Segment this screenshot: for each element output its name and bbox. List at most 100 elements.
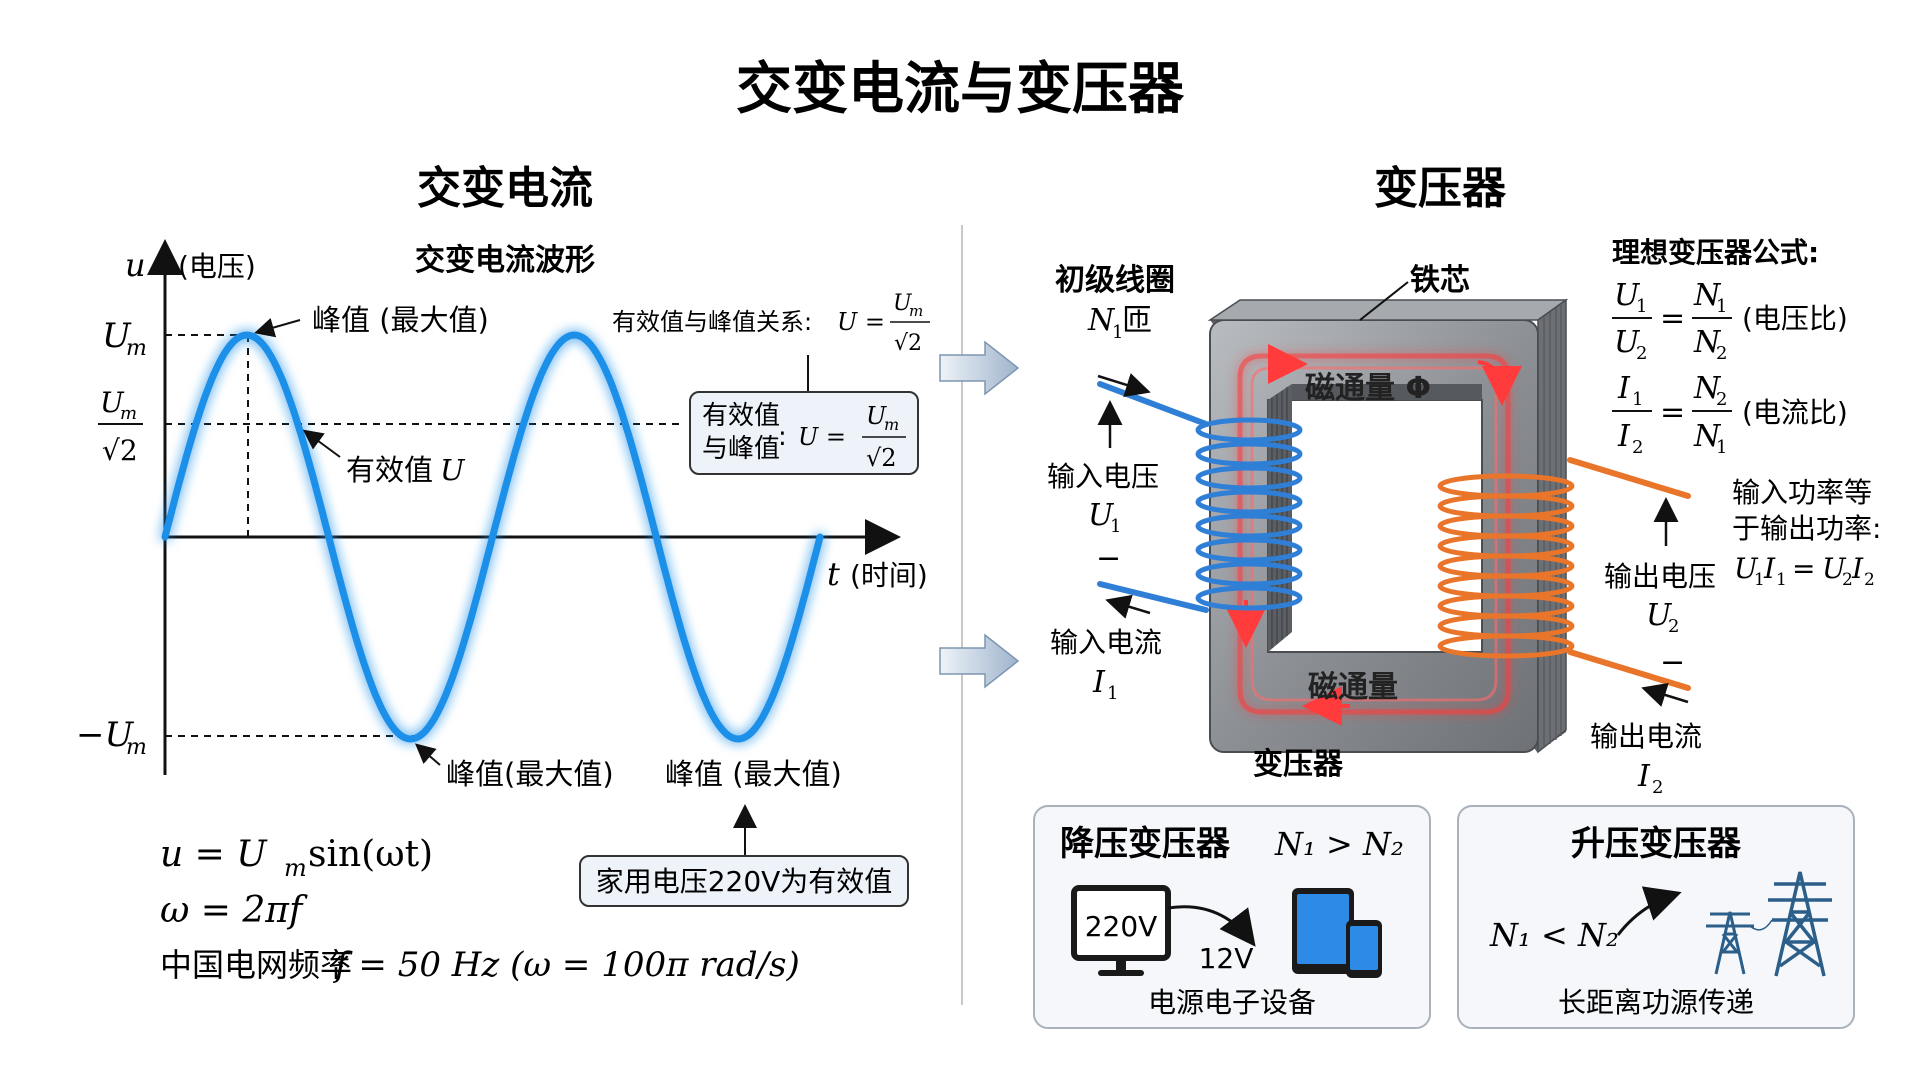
page-title: 交变电流与变压器 <box>736 57 1185 122</box>
svg-text:U: U <box>1646 598 1673 633</box>
power-wire <box>1749 919 1773 931</box>
svg-text:2: 2 <box>1632 437 1643 458</box>
output-voltage-label: 输出电压 <box>1604 560 1716 593</box>
svg-text:1: 1 <box>1632 389 1643 410</box>
power-label-1: 输入功率等 <box>1732 476 1872 509</box>
coil-turn <box>1195 537 1303 563</box>
right-heading: 变压器 <box>1374 163 1507 214</box>
svg-text:U: U <box>440 453 466 487</box>
x-axis-label: (时间) <box>850 559 928 592</box>
output-current-arrow <box>1641 682 1689 707</box>
coil-turn <box>1195 417 1303 443</box>
svg-text:m: m <box>126 336 147 361</box>
transformer-label: 变压器 <box>1253 747 1344 782</box>
svg-text:U: U <box>866 402 887 430</box>
rms-relation: 有效值与峰值关系: U = U m √2 <box>612 291 930 356</box>
coil-turn <box>1195 465 1303 491</box>
svg-text:N: N <box>1693 371 1722 406</box>
svg-text:f = 50 Hz (ω = 100π rad/s): f = 50 Hz (ω = 100π rad/s) <box>332 945 800 985</box>
svg-text:U: U <box>1614 278 1641 313</box>
svg-text:=: = <box>1660 301 1685 336</box>
step-down-title: 降压变压器 <box>1060 824 1231 864</box>
svg-text:N: N <box>1087 303 1116 338</box>
input-current-arrow <box>1105 594 1151 619</box>
svg-text:U: U <box>893 291 913 316</box>
secondary-lead-bottom <box>1567 649 1691 691</box>
primary-coil <box>1195 417 1303 611</box>
y-axis-symbol: u <box>125 246 146 284</box>
flux-label-top: 磁通量 Φ <box>1305 371 1431 406</box>
tick-neg-um: −U m <box>76 715 147 760</box>
input-current-arrow-top <box>1097 373 1151 397</box>
step-up-panel: 升压变压器 N₁ < N₂ 长距离功源传递 <box>1457 805 1855 1029</box>
svg-text:2: 2 <box>1842 570 1853 590</box>
formula-omega: ω = 2πf <box>160 890 308 931</box>
power-tower-large-icon <box>1768 871 1832 977</box>
flux-loop-inner <box>1250 366 1498 702</box>
peak-label-bottom-1: 峰值(最大值) <box>446 757 614 791</box>
svg-text::: : <box>778 422 787 452</box>
svg-text:家用电压220V为有效值: 家用电压220V为有效值 <box>596 865 893 898</box>
svg-text:U: U <box>100 386 125 419</box>
rms-label: 有效值 U <box>346 453 466 487</box>
svg-text:I: I <box>1617 371 1631 406</box>
svg-text:I: I <box>1617 419 1631 454</box>
svg-text:2: 2 <box>1652 777 1663 798</box>
svg-text:N: N <box>1693 278 1722 313</box>
input-minus-sign: − <box>1096 541 1121 576</box>
peak-label-top: 峰值 (最大值) <box>312 303 489 337</box>
svg-text:1: 1 <box>1716 437 1727 458</box>
formula-title: 理想变压器公式: <box>1612 236 1819 269</box>
coil-turn <box>1195 441 1303 467</box>
svg-text:1: 1 <box>1107 683 1118 704</box>
svg-text:I: I <box>1637 759 1651 794</box>
monitor-icon <box>1071 885 1171 976</box>
sine-wave <box>161 331 824 743</box>
svg-text:m: m <box>120 403 137 424</box>
svg-text:中国电网频率: 中国电网频率 <box>160 946 352 984</box>
peak-label-bottom-2: 峰值 (最大值) <box>665 757 842 791</box>
svg-text:=: = <box>1660 395 1685 430</box>
coil-turn <box>1195 489 1303 515</box>
svg-text:√2: √2 <box>894 331 922 356</box>
svg-text:=: = <box>1792 552 1815 585</box>
peak-bottom-pointer <box>414 743 441 766</box>
output-current-symbol: I 2 <box>1637 759 1663 798</box>
svg-text:m: m <box>909 302 923 320</box>
core-label: 铁芯 <box>1410 263 1470 298</box>
flux-arrow-right <box>1477 360 1522 406</box>
output-current-label: 输出电流 <box>1590 720 1702 753</box>
svg-text:m: m <box>884 415 899 434</box>
primary-coil-label: 初级线圈 <box>1055 263 1175 298</box>
phone-icon <box>1346 920 1382 978</box>
tablet-icon <box>1292 888 1354 974</box>
output-minus-sign: − <box>1660 645 1685 680</box>
rms-pointer <box>302 429 341 458</box>
step-down-caption: 电源电子设备 <box>1148 986 1316 1019</box>
step-up-condition: N₁ < N₂ <box>1489 916 1619 954</box>
svg-text:(电压比): (电压比) <box>1742 302 1848 335</box>
svg-text:u = U: u = U <box>160 834 268 875</box>
svg-text:I: I <box>1092 665 1106 700</box>
primary-turns-label: N 1 匝 <box>1087 303 1152 343</box>
power-tower-small-icon <box>1706 911 1754 975</box>
svg-text:U: U <box>1614 325 1641 360</box>
svg-text:U: U <box>1822 552 1847 585</box>
svg-text:匝: 匝 <box>1122 303 1152 338</box>
household-note: 家用电压220V为有效值 <box>579 855 909 907</box>
flux-loop <box>1237 353 1511 715</box>
svg-text:有效值: 有效值 <box>702 401 780 431</box>
svg-text:U: U <box>1088 498 1115 533</box>
step-down-arrow <box>1167 905 1256 947</box>
svg-text:sin(ωt): sin(ωt) <box>308 834 433 875</box>
power-label-2: 于输出功率: <box>1732 512 1881 545</box>
svg-text:2: 2 <box>1864 570 1875 590</box>
input-voltage-symbol: U 1 <box>1088 498 1121 537</box>
flux-label-bottom: 磁通量 <box>1308 670 1398 705</box>
svg-text:U: U <box>102 316 132 356</box>
formula-sine: u = U m sin(ωt) <box>160 834 433 882</box>
rms-peak-box: 有效值 与峰值 : U = U m √2 <box>689 391 919 475</box>
svg-text:2: 2 <box>1668 616 1679 637</box>
voltage-ratio-formula: U1 U2 = N1 N2 (电压比) <box>1612 278 1848 364</box>
